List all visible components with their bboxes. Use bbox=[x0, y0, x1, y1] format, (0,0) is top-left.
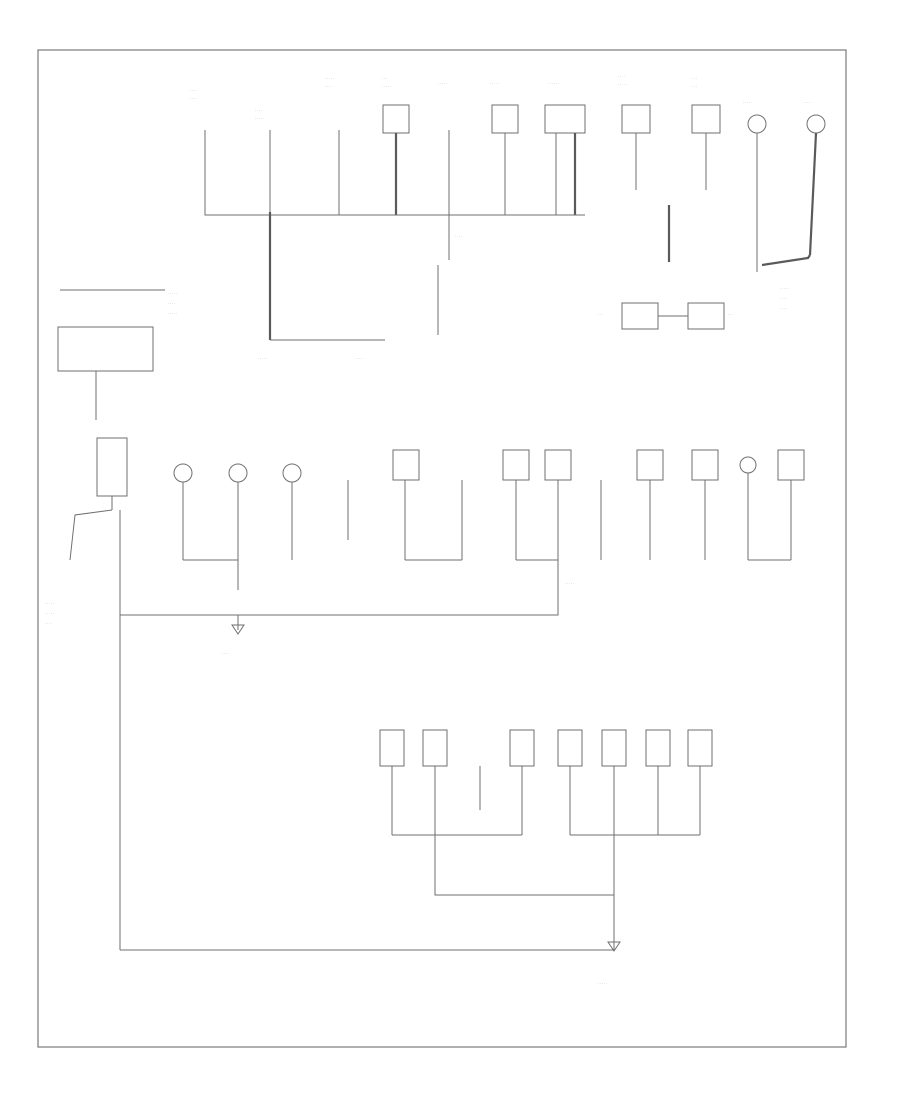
relay-box-left bbox=[621, 302, 659, 330]
svg-text:· · · · ·: · · · · · bbox=[438, 82, 447, 86]
top-box-5: · · · · · · bbox=[691, 77, 721, 190]
svg-text:· · · · ·: · · · · · bbox=[803, 101, 812, 105]
lamp-m1 bbox=[173, 463, 193, 560]
top-lamp-1: · · · · · bbox=[743, 101, 767, 260]
svg-text:· · · ·: · · · · bbox=[780, 297, 787, 301]
svg-text:· · · · ·: · · · · · bbox=[618, 83, 627, 87]
svg-text:· · · · ·: · · · · · bbox=[743, 101, 752, 105]
bottom-wires: · · · · · bbox=[120, 766, 701, 986]
top-connector-b: · · · · · · · · · bbox=[325, 77, 340, 215]
bottom-boxes bbox=[379, 729, 713, 767]
top-section: · · · ·· · · · · · · ·· · · · · · · · · … bbox=[57, 75, 826, 420]
top-components: · · · · · · · · · · · · · · · · · · · · · … bbox=[190, 75, 826, 260]
svg-text:· · · · ·: · · · · · bbox=[45, 612, 54, 616]
ground-module: · · · · · · · · · · · · · · bbox=[45, 437, 128, 950]
lamp-m2 bbox=[228, 463, 248, 590]
top-box-2: · · · · · bbox=[490, 82, 519, 215]
svg-text:· · · · ·: · · · · · bbox=[325, 77, 334, 81]
svg-text:· · · · ·: · · · · · bbox=[168, 292, 177, 296]
top-connector-a: · · · · · · · · bbox=[190, 89, 206, 180]
svg-text:· · · ·: · · · · bbox=[222, 652, 229, 656]
box-m10 bbox=[636, 449, 664, 560]
svg-text:· · · · ·: · · · · · bbox=[565, 582, 574, 586]
svg-text:· · · · · ·: · · · · · · bbox=[548, 82, 559, 86]
svg-text:· · · ·: · · · · bbox=[168, 302, 175, 306]
svg-text:· · · · ·: · · · · · bbox=[780, 287, 789, 291]
top-box-1: · · · · · · · · bbox=[382, 77, 410, 215]
box-m5 bbox=[392, 449, 420, 560]
svg-text:· · · ·: · · · · bbox=[618, 75, 625, 79]
relay-box-right bbox=[687, 302, 725, 330]
svg-text:· · · · ·: · · · · · bbox=[45, 602, 54, 606]
top-box-4: · · · · · · · · · bbox=[618, 75, 651, 190]
upper-ground-bus: · · · · · · · · · · · · · · bbox=[204, 180, 585, 361]
top-connector-c: · · · · · bbox=[438, 82, 450, 215]
lamp-m12 bbox=[739, 456, 757, 560]
svg-text:· · · · ·: · · · · · bbox=[258, 357, 267, 361]
top-lamp-2: · · · · · bbox=[803, 101, 826, 256]
box-m7 bbox=[502, 449, 530, 560]
svg-text:· · · ·: · · · · bbox=[325, 85, 332, 89]
diagram-frame bbox=[37, 49, 847, 1048]
svg-text:· · · · ·: · · · · · bbox=[382, 85, 391, 89]
svg-text:· · · ·: · · · · bbox=[45, 622, 52, 626]
svg-text:· · · · ·: · · · · · bbox=[490, 82, 499, 86]
svg-text:· · ·: · · · bbox=[692, 77, 697, 81]
box-m8 bbox=[544, 449, 572, 590]
svg-text:· · ·: · · · bbox=[598, 313, 603, 317]
svg-text:· · · · ·: · · · · · bbox=[168, 312, 177, 316]
middle-splices: · · · · · · · · · bbox=[120, 559, 791, 656]
bottom-section: · · · · · bbox=[120, 729, 713, 986]
svg-text:· · ·: · · · bbox=[728, 313, 733, 317]
lamp-m3 bbox=[282, 463, 302, 560]
svg-text:· · · · ·: · · · · · bbox=[355, 357, 364, 361]
svg-text:· · · ·: · · · · bbox=[455, 235, 462, 239]
top-box-3: · · · · · · bbox=[544, 82, 586, 215]
middle-components bbox=[173, 449, 805, 590]
box-m13 bbox=[777, 449, 805, 560]
svg-text:· · · ·: · · · · bbox=[255, 109, 262, 113]
svg-text:· · ·: · · · bbox=[382, 77, 387, 81]
svg-text:· · · ·: · · · · bbox=[190, 97, 197, 101]
middle-section: · · · · · · · · · · · · · · bbox=[45, 437, 805, 950]
svg-text:· · · · ·: · · · · · bbox=[255, 117, 264, 121]
left-relay-group: · · · · · · · · · · · · · · bbox=[57, 289, 177, 420]
svg-text:· · · · ·: · · · · · bbox=[598, 982, 607, 986]
box-m11 bbox=[691, 449, 719, 560]
svg-text:· · · ·: · · · · bbox=[780, 307, 787, 311]
svg-text:· · · ·: · · · · bbox=[190, 89, 197, 93]
junction-block-top: · · · · · · · · · bbox=[255, 109, 271, 212]
right-cluster: · · · · · · · · · · · · · · · · · · · bbox=[598, 205, 811, 330]
svg-text:· · ·: · · · bbox=[692, 85, 697, 89]
